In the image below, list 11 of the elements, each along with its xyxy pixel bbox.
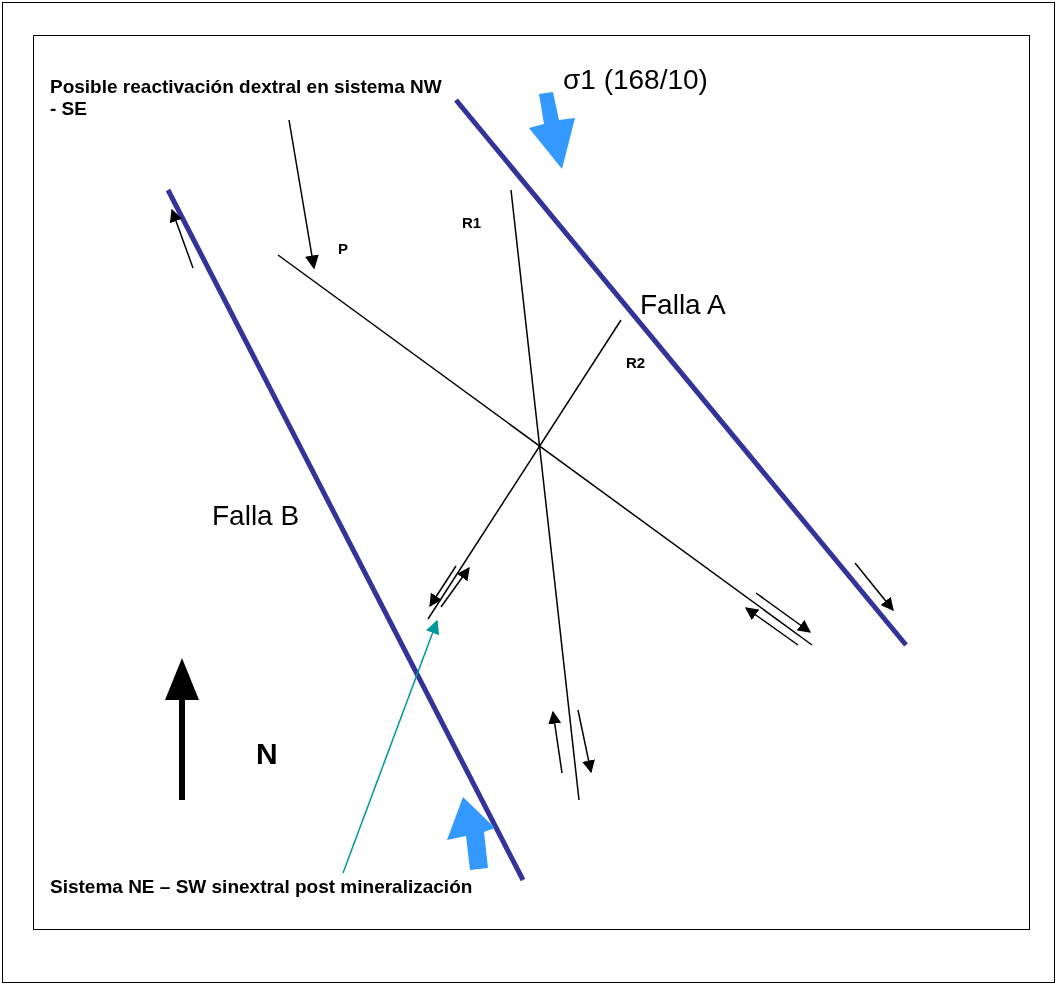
map-label: Falla A (640, 289, 726, 321)
leader-arrow (342, 619, 440, 874)
annotation-text: Sistema NE – SW sinextral post mineralización (50, 876, 670, 898)
map-label: R1 (462, 214, 482, 231)
map-label: R2 (626, 354, 646, 371)
map-label: P (338, 240, 348, 257)
map-label: N (256, 737, 278, 771)
leader-arrow (288, 119, 319, 270)
annotation-text: Posible reactivación dextral en sistema NW - SE (50, 76, 448, 120)
map-label: σ1 (168/10) (563, 64, 708, 96)
map-label: Falla B (212, 500, 300, 532)
